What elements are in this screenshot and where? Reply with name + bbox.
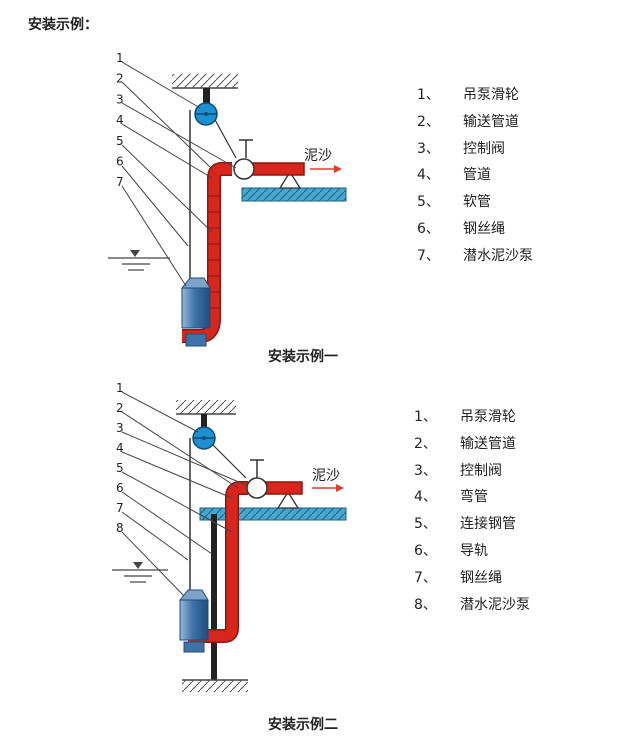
callout-number: 3 [116, 421, 124, 435]
legend-label: 钢丝绳 [463, 220, 505, 237]
callout-lines [121, 61, 237, 287]
legend-number: 4、 [414, 489, 437, 506]
legend-item: 7、 潜水泥沙泵 [417, 243, 533, 270]
legend-label: 控制阀 [463, 140, 505, 157]
legend-number: 1、 [414, 409, 437, 425]
legend-item: 4、 管道 [417, 162, 533, 189]
legend-item: 8、 潜水泥沙泵 [414, 592, 530, 619]
legend-number: 6、 [414, 542, 437, 559]
legend-item: 7、 钢丝绳 [414, 565, 530, 592]
legend-number: 4、 [417, 167, 440, 184]
legend-number: 1、 [417, 87, 440, 103]
pulley-icon [192, 426, 216, 450]
callout-number: 2 [116, 401, 124, 415]
callout-number: 4 [116, 113, 124, 127]
legend-number: 7、 [414, 569, 437, 586]
diagram-caption: 安装示例二 [268, 717, 338, 733]
installation-diagram-2: 泥沙 1 2 3 4 5 6 7 8 [112, 381, 347, 692]
legend-label: 连接钢管 [460, 516, 516, 533]
callout-number: 7 [116, 175, 124, 189]
legend-list: 1、 吊泵滑轮 2、 输送管道 3、 控制阀 4、 弯管 5、 连接钢管 6、 导轨 7、 钢… [414, 404, 530, 618]
legend-number: 5、 [414, 516, 437, 533]
legend-number: 8、 [414, 596, 437, 613]
legend-item: 6、 导轨 [414, 538, 530, 565]
legend-label: 控制阀 [460, 462, 502, 479]
legend-number: 3、 [417, 140, 440, 157]
pipe-support [276, 490, 300, 509]
callout-number: 1 [116, 381, 124, 395]
legend-item: 3、 控制阀 [417, 136, 533, 163]
legend-item: 1、 吊泵滑轮 [414, 404, 530, 431]
callout-number: 6 [116, 481, 124, 495]
callout-number: 7 [116, 501, 124, 515]
outlet-platform [241, 187, 347, 202]
legend-item: 2、 输送管道 [414, 431, 530, 458]
legend-item: 1、 吊泵滑轮 [417, 82, 533, 109]
callout-numbers: 1 2 3 4 5 6 7 8 [116, 381, 124, 535]
installation-example-2: 泥沙 1 2 3 4 5 6 7 8 [0, 370, 626, 746]
flow-arrow [310, 165, 342, 173]
legend-item: 2、 输送管道 [417, 109, 533, 136]
callout-number: 5 [116, 134, 124, 148]
legend-number: 3、 [414, 462, 437, 479]
pulley-hanger [203, 88, 210, 104]
callout-number: 3 [116, 92, 124, 106]
legend-item: 3、 控制阀 [414, 458, 530, 485]
submersible-pump-icon [178, 589, 209, 653]
diagram-caption: 安装示例一 [268, 349, 338, 365]
water-level-icon [112, 562, 168, 583]
legend-label: 潜水泥沙泵 [460, 596, 530, 613]
submersible-pump-icon [180, 277, 211, 347]
callout-numbers: 1 2 3 4 5 6 7 [116, 51, 124, 189]
legend-label: 吊泵滑轮 [460, 409, 516, 425]
callout-number: 6 [116, 155, 124, 169]
legend-label: 软管 [463, 194, 491, 211]
installation-example-1: 泥沙 1 2 3 4 5 6 7 1、 吊泵滑轮 2、 输送管道 3、 控制阀 [0, 0, 626, 370]
wire-rope-to-valve [213, 117, 237, 159]
legend-number: 6、 [417, 220, 440, 237]
flow-label: 泥沙 [312, 468, 340, 484]
control-valve-icon [233, 139, 255, 180]
legend-item: 4、 弯管 [414, 484, 530, 511]
callout-number: 4 [116, 441, 124, 455]
water-level-icon [108, 250, 170, 271]
legend-label: 潜水泥沙泵 [463, 247, 533, 264]
callout-number: 5 [116, 461, 124, 475]
legend-label: 输送管道 [463, 113, 519, 130]
pulley-icon [194, 102, 218, 126]
callout-number: 2 [116, 72, 124, 86]
legend-label: 导轨 [460, 542, 488, 559]
pipe-support [278, 170, 302, 189]
flow-label: 泥沙 [304, 148, 332, 164]
legend-label: 钢丝绳 [460, 569, 502, 586]
legend-number: 2、 [417, 113, 440, 130]
legend-label: 吊泵滑轮 [463, 87, 519, 103]
callout-lines [121, 391, 249, 597]
flow-arrow [312, 484, 344, 492]
wire-rope-to-valve [211, 443, 247, 479]
page-heading: 安装示例： [28, 17, 98, 33]
outlet-platform [199, 507, 347, 521]
ceiling-hatch [176, 400, 236, 415]
callout-number: 1 [116, 51, 124, 65]
ground-hatch [182, 679, 248, 692]
control-valve-icon [246, 459, 268, 499]
legend-label: 管道 [463, 167, 491, 184]
legend-number: 2、 [414, 435, 437, 452]
legend-item: 6、 钢丝绳 [417, 216, 533, 243]
pulley-hanger [201, 414, 207, 428]
legend-label: 弯管 [460, 489, 488, 506]
legend-list: 1、 吊泵滑轮 2、 输送管道 3、 控制阀 4、 管道 5、 软管 6、 钢丝绳 7、 潜水… [417, 82, 533, 270]
legend-item: 5、 连接钢管 [414, 511, 530, 538]
legend-number: 5、 [417, 194, 440, 211]
delivery-pipe [188, 481, 303, 643]
installation-diagram-1: 泥沙 1 2 3 4 5 6 7 [108, 51, 347, 347]
guide-rail [211, 514, 217, 680]
legend-number: 7、 [417, 247, 440, 264]
callout-number: 8 [116, 521, 124, 535]
legend-label: 输送管道 [460, 435, 516, 452]
hose-segment-marks [208, 195, 220, 309]
legend-item: 5、 软管 [417, 189, 533, 216]
ceiling-hatch [172, 74, 238, 89]
